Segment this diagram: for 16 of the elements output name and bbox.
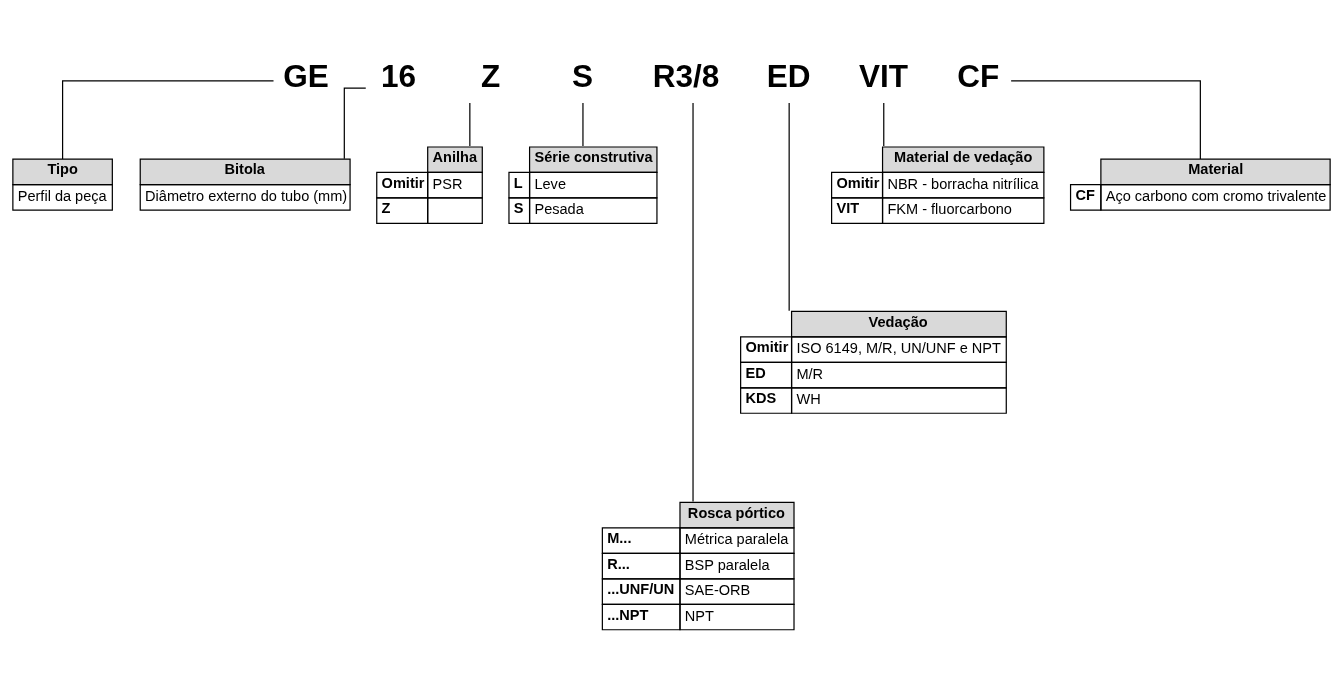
connector <box>692 101 694 502</box>
node-text: ED <box>766 57 811 94</box>
node-text: S <box>572 57 594 94</box>
connector <box>582 101 584 147</box>
node-text: 16 <box>381 57 417 94</box>
node-text: VIT <box>858 57 908 94</box>
connector <box>469 101 471 147</box>
node-text: GE <box>283 57 329 94</box>
node-text: CF <box>957 57 1000 94</box>
node-text: R3/8 <box>652 57 720 94</box>
connector <box>62 79 275 160</box>
connector <box>883 101 885 147</box>
node-text: Z <box>481 57 501 94</box>
connector <box>788 101 790 311</box>
connector <box>343 87 367 159</box>
connector <box>1010 79 1201 160</box>
